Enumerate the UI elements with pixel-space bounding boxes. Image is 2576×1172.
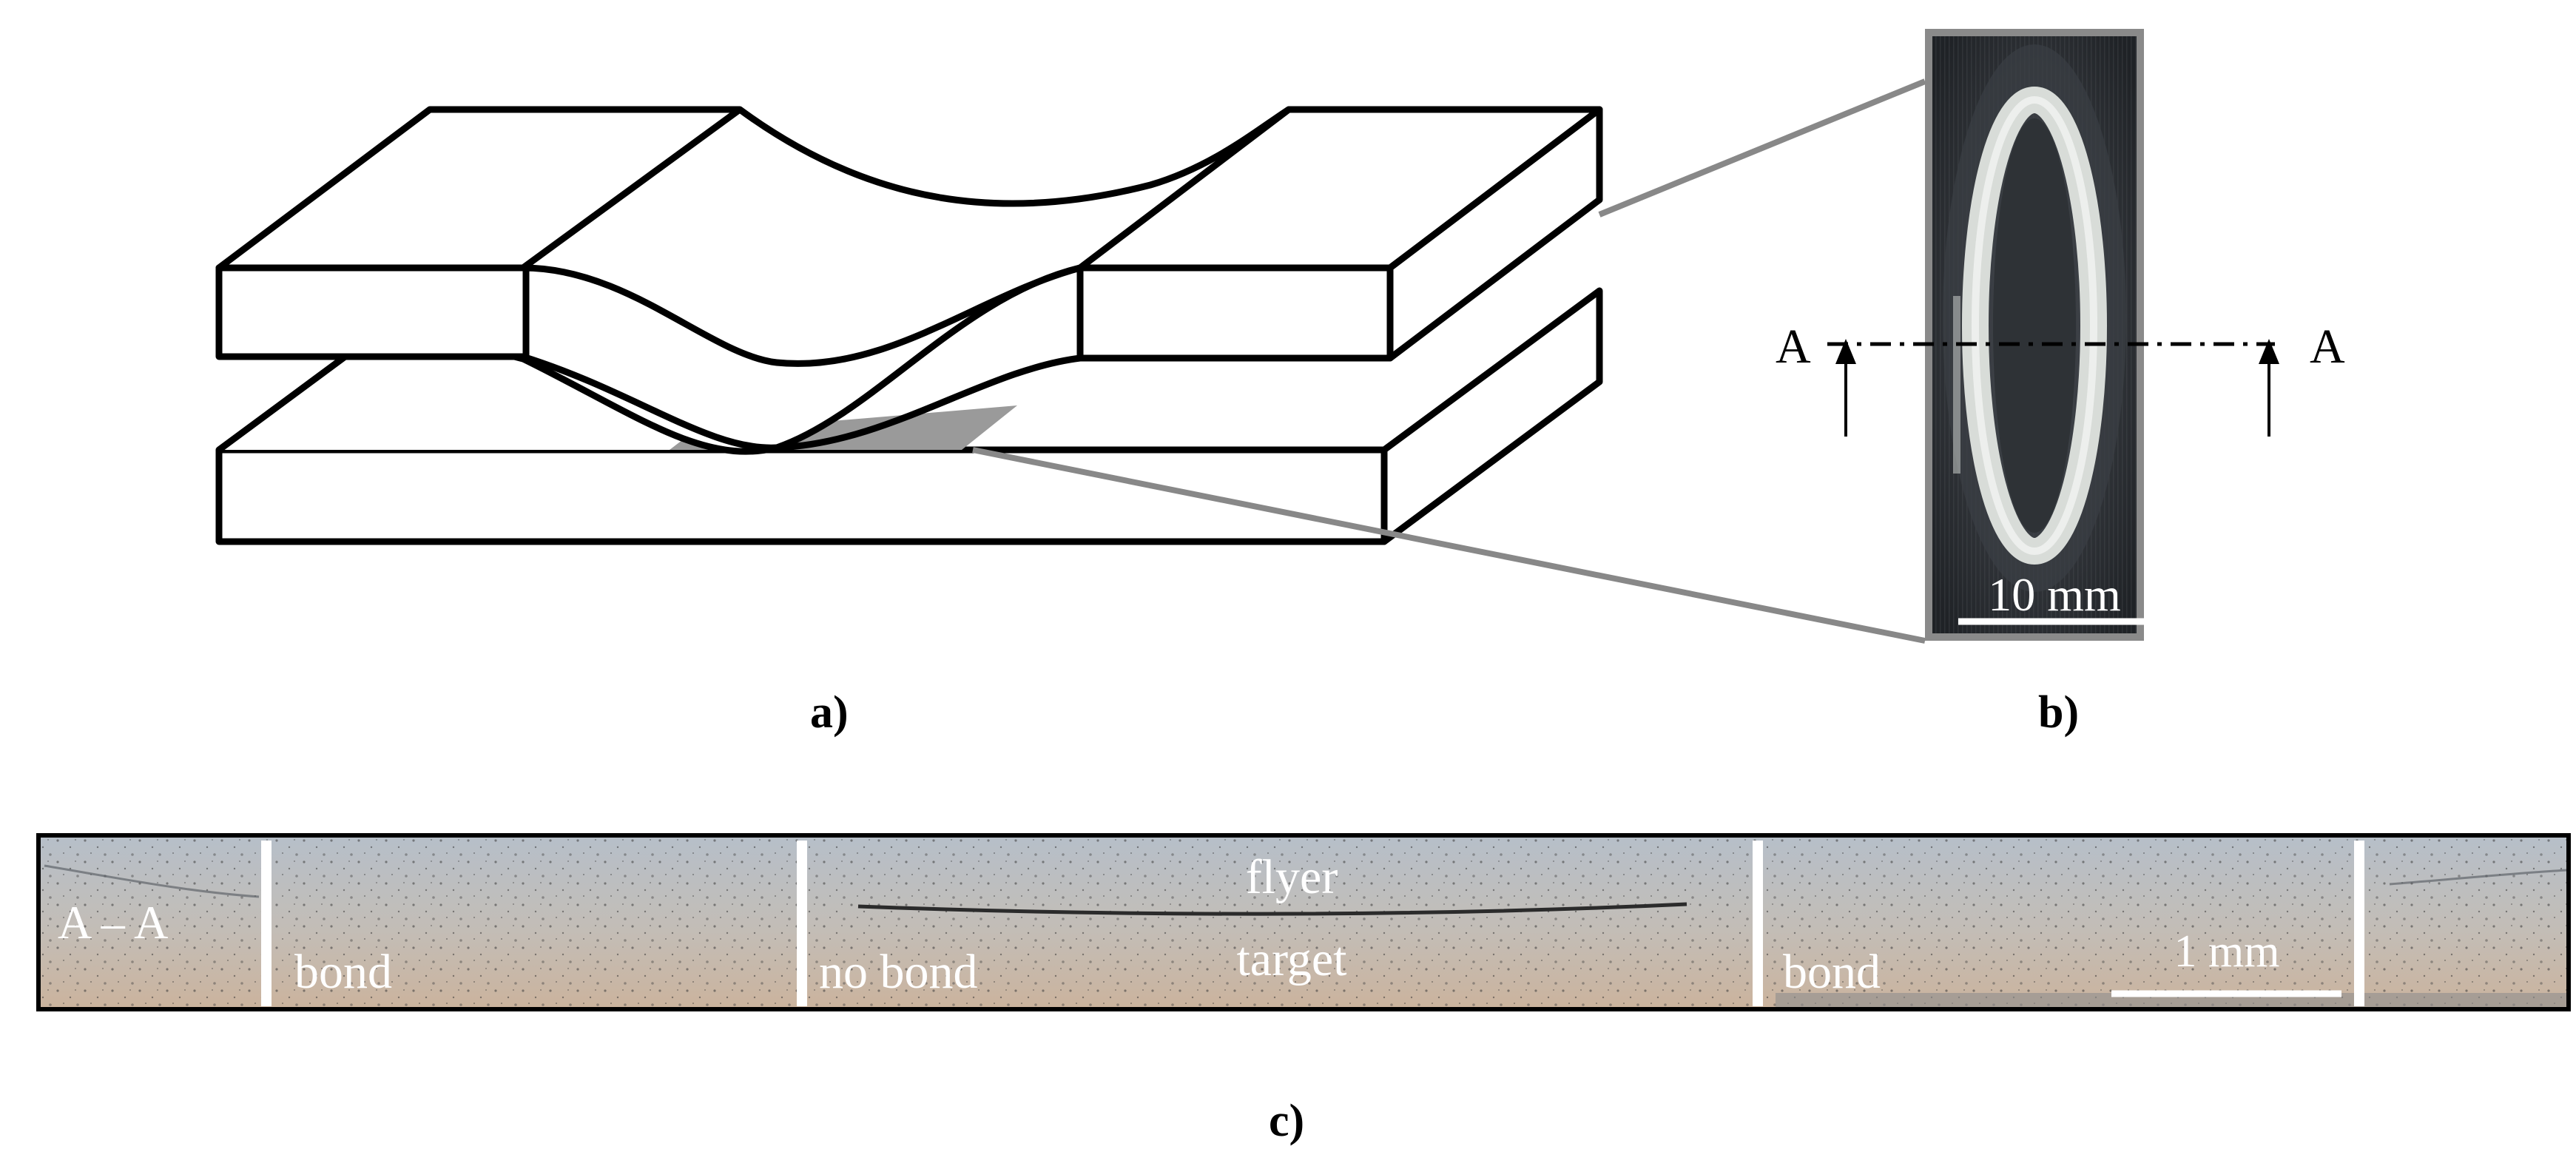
section-label-left: A: [1776, 320, 1811, 374]
zone-divider-1: [261, 841, 272, 1006]
zone-divider-2: [797, 841, 807, 1006]
flyer-plate: [215, 106, 1603, 455]
micrograph-scale-label: 1 mm: [2174, 926, 2280, 977]
micrograph-strip: [36, 833, 2571, 1011]
zone-divider-4: [2354, 841, 2364, 1006]
flyer-target-interface: [857, 902, 1687, 916]
flyer-label: flyer: [1246, 850, 1338, 904]
zone-label-no-bond: no bond: [819, 945, 978, 999]
leader-line-bottom: [972, 447, 1926, 644]
leader-line-top: [1598, 78, 1926, 218]
target-label: target: [1236, 932, 1346, 986]
photo-scale-label: 10 mm: [1988, 568, 2121, 621]
section-label-right: A: [2310, 320, 2345, 374]
zone-divider-3: [1753, 841, 1763, 1006]
section-line-aa: [1827, 339, 2279, 437]
panel-label-b: b): [2038, 687, 2080, 738]
zone-label-bond-right: bond: [1783, 945, 1881, 999]
section-arrow-right: [2259, 339, 2279, 437]
zone-label-bond-left: bond: [294, 945, 392, 999]
panel-label-c: c): [1269, 1096, 1305, 1146]
panel-label-a: a): [810, 687, 849, 738]
weld-sketch: [215, 78, 1926, 644]
section-arrow-left: [1835, 339, 1856, 437]
weld-photo: [1925, 29, 2151, 641]
section-title: A – A: [58, 896, 168, 949]
